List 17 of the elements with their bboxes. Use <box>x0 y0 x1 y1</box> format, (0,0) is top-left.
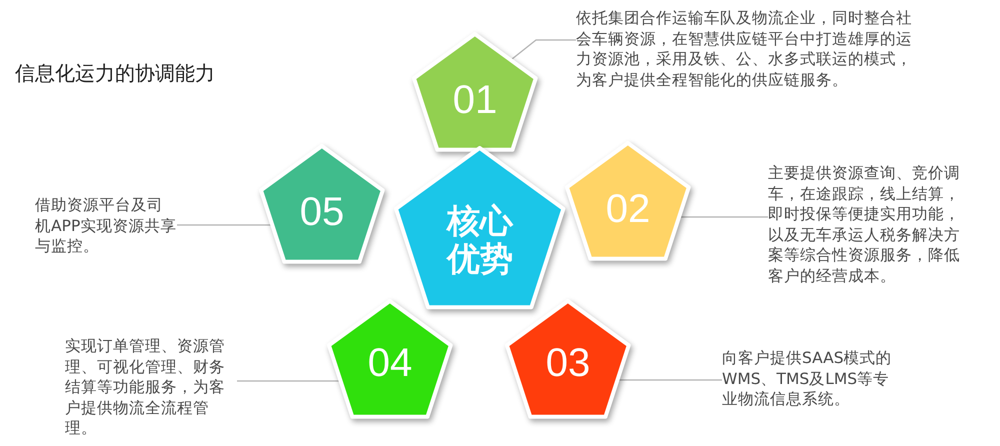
leader-line <box>510 39 576 60</box>
hub-label: 核心优势 <box>445 202 514 278</box>
description-text: 向客户提供SAAS模式的WMS、TMS及LMS等专业物流信息系统。 <box>722 348 900 410</box>
step-number: 04 <box>368 340 412 386</box>
description-text: 依托集团合作运输车队及物流企业，同时整合社会车辆资源，在智慧供应链平台中打造雄厚的运力资源池，采用及铁、公、水多式联运的模式，为客户提供全程智能化的供应链服务。 <box>576 8 921 90</box>
step-number: 01 <box>452 77 498 123</box>
step-number: 02 <box>606 186 650 232</box>
leader-line <box>618 379 722 381</box>
leader-line <box>679 216 768 218</box>
leader-line <box>177 224 272 226</box>
step-number: 03 <box>546 340 590 386</box>
description-text: 实现订单管理、资源管理、可视化管理、财务结算等功能服务，为客户提供物流全流程管理。 <box>65 336 237 438</box>
step-number: 05 <box>300 189 344 235</box>
title: 信息化运力的协调能力 <box>15 60 215 86</box>
description-text: 主要提供资源查询、竞价调车，在途跟踪，线上结算，即时投保等便捷实用功能，以及无车承运人税务解决方案等综合性资源服务，降低客户的经营成本。 <box>768 163 973 286</box>
description-text: 借助资源平台及司机APP实现资源共享与监控。 <box>35 195 177 256</box>
leader-line <box>237 380 341 382</box>
